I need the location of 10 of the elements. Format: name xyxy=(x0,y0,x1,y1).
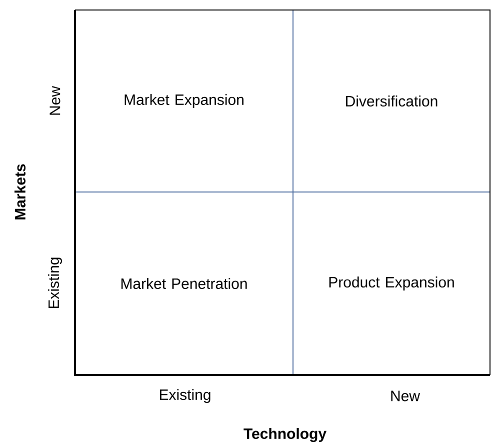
axis-label: New xyxy=(50,86,60,115)
axis-title: Markets xyxy=(14,164,26,220)
quadrant-label: Diversification xyxy=(346,96,438,106)
quadrant-label: Product Expansion xyxy=(329,276,454,290)
axis-label: Existing xyxy=(160,389,210,403)
axis-label: New xyxy=(391,390,420,402)
axis-title: Technology xyxy=(244,428,326,442)
axis-label: Existing xyxy=(48,258,62,308)
quadrant-label: Market Penetration xyxy=(121,278,247,289)
quadrant-label: Market Expansion xyxy=(124,94,244,108)
